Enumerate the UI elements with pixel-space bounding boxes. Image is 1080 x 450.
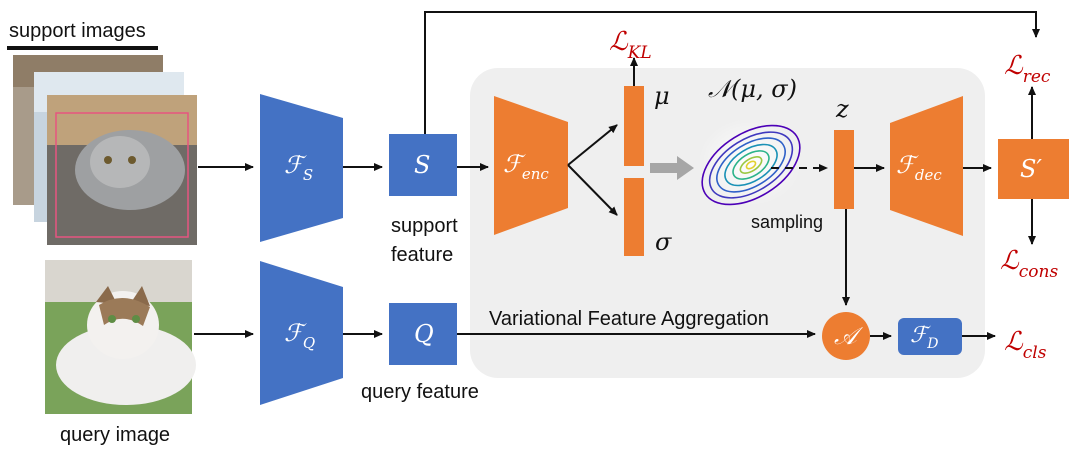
cons-loss-label: ℒcons <box>1000 246 1058 282</box>
sigma-bar <box>624 178 644 256</box>
kl-loss-label: ℒKL <box>609 27 652 63</box>
cls-loss-label: ℒcls <box>1004 327 1047 363</box>
sampling-label: sampling <box>751 212 823 232</box>
support-image-stack <box>13 55 197 245</box>
variational-decoder <box>890 96 963 236</box>
z-label: z <box>835 95 849 123</box>
mu-label: μ <box>654 82 670 110</box>
normal-distribution-label: 𝒩(μ, σ) <box>708 75 797 103</box>
gaussian-contours <box>701 124 801 206</box>
aggregation-node <box>822 312 870 360</box>
query-image <box>45 260 196 414</box>
query-feature-block <box>389 303 457 365</box>
query-feature-label: query feature <box>361 381 479 403</box>
s-prime-label: S′ <box>1020 155 1042 183</box>
support-images-label: support images <box>9 20 146 42</box>
support-feature-label-line-2: feature <box>391 244 453 266</box>
detector-head <box>898 318 962 355</box>
reconstructed-support-feature <box>998 139 1069 199</box>
query-backbone-encoder <box>260 261 343 405</box>
vfa-label: Variational Feature Aggregation <box>489 308 769 330</box>
parameters-to-gaussian-arrow <box>650 156 694 180</box>
variational-encoder <box>494 96 568 235</box>
q-label: Q <box>414 320 434 348</box>
mu-bar <box>624 86 644 166</box>
sigma-label: σ <box>655 228 672 256</box>
s-label: S <box>414 151 430 179</box>
fenc-to-mu-arrow <box>567 124 618 166</box>
rec-loss-label: ℒrec <box>1004 51 1051 87</box>
latent-z-bar <box>834 130 854 209</box>
support-feature-to-reconstruction-loss-arrow <box>424 11 1040 134</box>
support-feature-label-line-1: support <box>391 215 458 237</box>
query-image-label: query image <box>60 424 170 446</box>
support-feature-block <box>389 134 457 196</box>
fenc-to-sigma-arrow <box>567 164 618 216</box>
vfa-panel <box>470 68 985 378</box>
support-backbone-encoder <box>260 94 343 242</box>
